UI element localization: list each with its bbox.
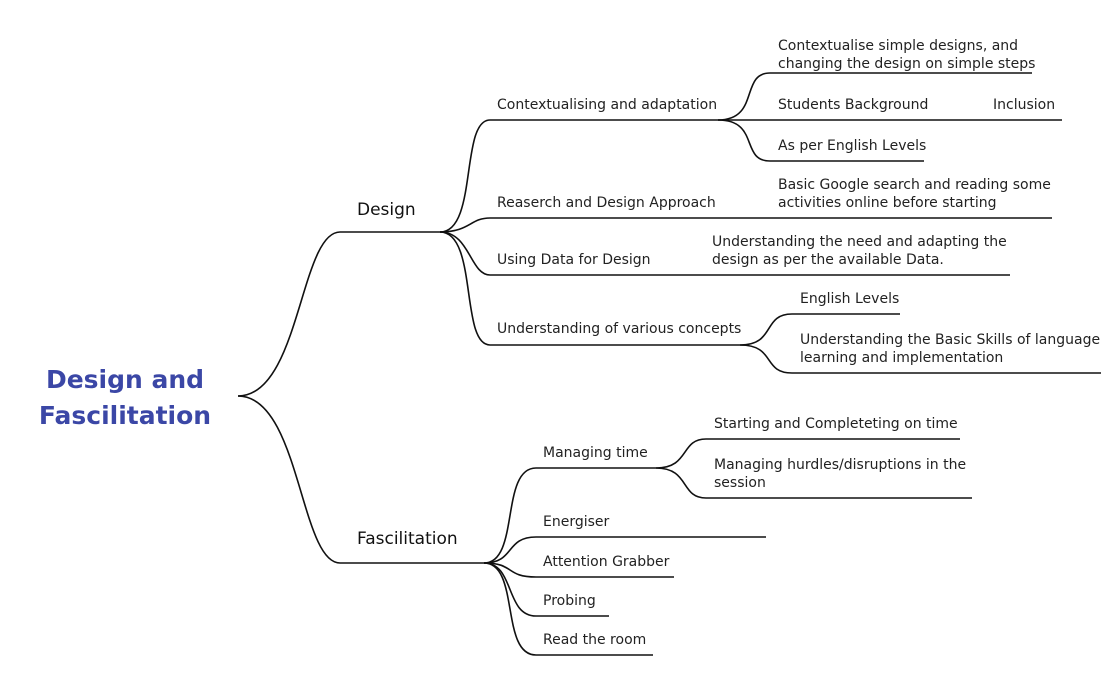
connector-fac-attention (483, 562, 674, 578)
topic-research-detail-line1: Basic Google search and reading some (778, 177, 1051, 193)
connector-design-data (439, 231, 1010, 276)
topic-basic-skills[interactable]: Understanding the Basic Skills of langua… (800, 331, 1100, 367)
branch-facilitation[interactable]: Fascilitation (357, 529, 458, 549)
topic-starting-completing[interactable]: Starting and Completeting on time (714, 416, 958, 432)
connector-root-facilitation (237, 395, 484, 564)
connector-design-research (439, 217, 1052, 233)
topic-read-the-room[interactable]: Read the room (543, 632, 647, 648)
topic-energiser[interactable]: Energiser (543, 514, 610, 530)
topic-data[interactable]: Using Data for Design (497, 252, 651, 268)
topic-research-detail-line2: activities online before starting (778, 195, 997, 211)
topic-students-background[interactable]: Students Background (778, 97, 929, 113)
branch-design[interactable]: Design (357, 200, 416, 220)
topic-inclusion[interactable]: Inclusion (993, 97, 1056, 113)
topic-english-levels-ctx[interactable]: As per English Levels (778, 138, 927, 154)
connector-time-hurdles (655, 467, 972, 499)
connector-fac-time (483, 467, 656, 564)
root-topic-line1: Design and (45, 365, 205, 394)
connector-ctx-english (717, 119, 924, 162)
topic-attention-grabber[interactable]: Attention Grabber (543, 554, 670, 570)
connector-concepts-english (739, 313, 900, 346)
topic-concepts[interactable]: Understanding of various concepts (497, 321, 742, 337)
topic-managing-time[interactable]: Managing time (543, 445, 648, 461)
connector-fac-room (483, 562, 653, 656)
root-topic[interactable]: Design and Fascilitation (25, 362, 225, 434)
root-topic-line2: Fascilitation (38, 401, 212, 430)
topic-research-detail[interactable]: Basic Google search and reading some act… (778, 176, 1051, 212)
topic-contextualising[interactable]: Contextualising and adaptation (497, 97, 718, 113)
topic-simple-designs[interactable]: Contextualise simple designs, and changi… (778, 37, 1035, 73)
connector-design-contextualising (439, 119, 718, 233)
connector-fac-energiser (483, 536, 766, 564)
topic-basic-skills-line2: learning and implementation (800, 350, 1004, 366)
connector-time-starting (655, 438, 960, 469)
topic-data-detail[interactable]: Understanding the need and adapting the … (712, 233, 1007, 269)
topic-data-detail-line2: design as per the available Data. (712, 252, 944, 268)
topic-managing-hurdles[interactable]: Managing hurdles/disruptions in the sess… (714, 456, 966, 492)
topic-research[interactable]: Reaserch and Design Approach (497, 195, 716, 211)
connector-design-concepts (439, 231, 740, 346)
connector-root-design (237, 231, 440, 397)
topic-english-levels[interactable]: English Levels (800, 291, 900, 307)
topic-basic-skills-line1: Understanding the Basic Skills of langua… (800, 332, 1101, 348)
topic-probing[interactable]: Probing (543, 593, 596, 609)
topic-managing-hurdles-line2: session (714, 475, 766, 491)
topic-simple-designs-line2: changing the design on simple steps (778, 56, 1036, 72)
topic-simple-designs-line1: Contextualise simple designs, and (778, 38, 1019, 54)
connector-ctx-simple (717, 72, 1032, 121)
topic-managing-hurdles-line1: Managing hurdles/disruptions in the (714, 457, 967, 473)
connector-concepts-skills (739, 344, 1101, 374)
topic-data-detail-line1: Understanding the need and adapting the (712, 234, 1007, 250)
